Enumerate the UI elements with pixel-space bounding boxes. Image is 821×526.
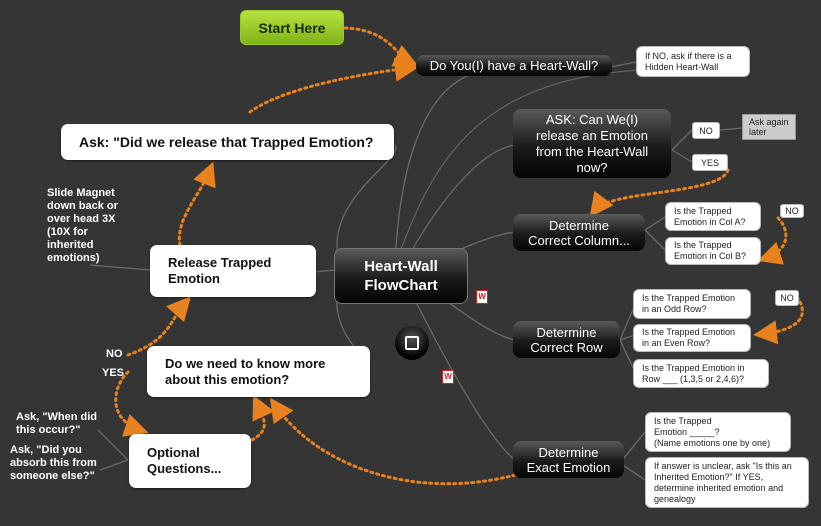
determine-column-node[interactable]: Determine Correct Column... <box>513 214 645 251</box>
no-pill-column[interactable]: NO <box>780 204 804 218</box>
slide-magnet-line-2: down back or <box>47 200 118 212</box>
collapse-toggle-icon[interactable] <box>395 326 429 360</box>
did-release-node[interactable]: Ask: "Did we release that Trapped Emotio… <box>61 124 394 160</box>
hidden-heart-wall-note[interactable]: If NO, ask if there is a Hidden Heart-Wa… <box>636 46 750 77</box>
determine-column-line-1: Determine <box>549 217 609 233</box>
slide-magnet-note: Slide Magnet down back or over head 3X (… <box>47 187 118 265</box>
release-line-1: Release Trapped <box>168 255 272 270</box>
determine-column-line-2: Correct Column... <box>528 232 630 248</box>
ask-release-line-4: now? <box>576 159 608 175</box>
no-label-know-more: NO <box>106 348 123 360</box>
know-more-line-2: about this emotion? <box>165 371 290 387</box>
slide-magnet-line-5: inherited <box>47 239 94 251</box>
yes-pill-ask[interactable]: YES <box>692 154 728 171</box>
absorb-line-1: Ask, "Did you <box>10 444 82 456</box>
ask-release-line-3: from the Heart-Wall <box>535 143 649 159</box>
determine-emotion-line-2: Exact Emotion <box>526 459 611 475</box>
when-occur-line-2: this occur?" <box>16 424 81 436</box>
emotion-question-line-1: Is the Trapped <box>654 415 712 426</box>
release-line-2: Emotion <box>168 271 220 286</box>
odd-row-question[interactable]: Is the Trapped Emotion in an Odd Row? <box>633 289 751 319</box>
absorb-line-2: absorb this from <box>10 457 97 469</box>
start-here-node[interactable]: Start Here <box>240 10 344 45</box>
emotion-question-line-2: Emotion _____? <box>654 426 720 437</box>
when-occur-line-1: Ask, "When did <box>16 411 97 423</box>
determine-emotion-node[interactable]: Determine Exact Emotion <box>513 441 624 478</box>
determine-row-line-1: Determine <box>536 324 597 340</box>
emotion-question[interactable]: Is the Trapped Emotion _____? (Name emot… <box>645 412 791 452</box>
ask-again-later-note[interactable]: Ask again later <box>742 114 796 140</box>
ask-release-line-2: release an Emotion <box>535 127 648 143</box>
no-pill-row[interactable]: NO <box>775 290 799 306</box>
know-more-node[interactable]: Do we need to know more about this emoti… <box>147 346 370 397</box>
no-pill-ask[interactable]: NO <box>692 122 720 139</box>
ask-release-line-1: ASK: Can We(I) <box>545 111 639 127</box>
slide-magnet-line-1: Slide Magnet <box>47 187 115 199</box>
emotion-question-line-3: (Name emotions one by one) <box>654 437 771 448</box>
inherited-emotion-question[interactable]: If answer is unclear, ask "Is this an In… <box>645 457 809 508</box>
central-line-1: Heart-Wall <box>364 258 438 275</box>
optional-questions-node[interactable]: Optional Questions... <box>129 434 251 488</box>
slide-magnet-line-6: emotions) <box>47 252 100 264</box>
absorb-line-3: someone else?" <box>10 470 95 482</box>
central-line-2: FlowChart <box>364 277 438 294</box>
row-number-question[interactable]: Is the Trapped Emotion in Row ___ (1,3,5… <box>633 359 769 388</box>
determine-row-line-2: Correct Row <box>530 339 603 355</box>
release-trapped-emotion-node[interactable]: Release Trapped Emotion <box>150 245 316 297</box>
determine-emotion-line-1: Determine <box>538 444 599 460</box>
know-more-line-1: Do we need to know more <box>165 355 326 371</box>
word-document-icon[interactable]: W <box>442 370 454 384</box>
optional-line-2: Questions... <box>147 461 222 476</box>
slide-magnet-line-4: (10X for <box>47 226 88 238</box>
col-b-question[interactable]: Is the Trapped Emotion in Col B? <box>665 237 761 265</box>
determine-row-node[interactable]: Determine Correct Row <box>513 321 620 358</box>
word-document-icon[interactable]: W <box>476 290 488 304</box>
col-a-question[interactable]: Is the Trapped Emotion in Col A? <box>665 202 761 231</box>
central-node[interactable]: Heart-Wall FlowChart <box>334 248 468 304</box>
ask-release-node[interactable]: ASK: Can We(I) release an Emotion from t… <box>513 109 671 178</box>
optional-line-1: Optional <box>147 445 200 460</box>
yes-label-know-more: YES <box>102 367 125 379</box>
even-row-question[interactable]: Is the Trapped Emotion in an Even Row? <box>633 324 751 352</box>
when-occur-note: Ask, "When did this occur?" <box>16 411 97 437</box>
slide-magnet-line-3: over head 3X <box>47 213 116 225</box>
heart-wall-question-node[interactable]: Do You(I) have a Heart-Wall? <box>416 55 612 76</box>
absorb-note: Ask, "Did you absorb this from someone e… <box>10 444 97 483</box>
